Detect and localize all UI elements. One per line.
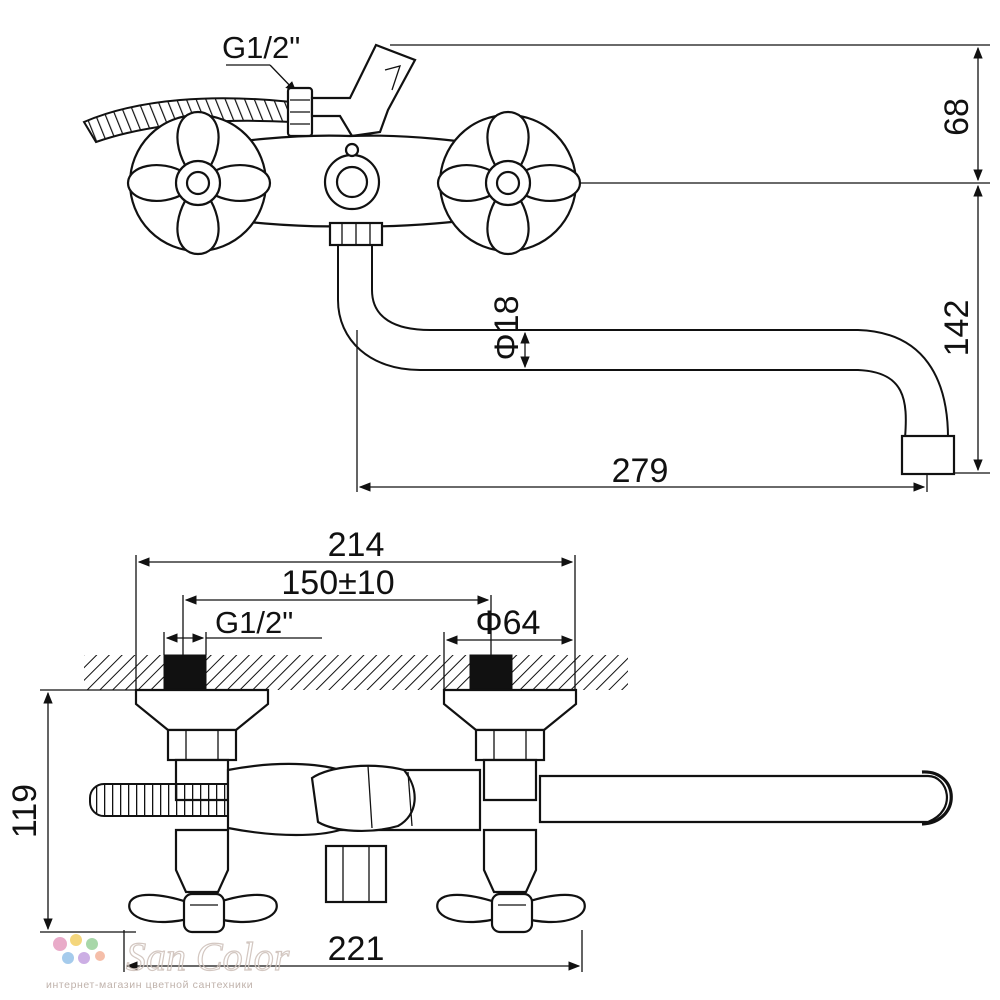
left-eccentric-front [134, 688, 270, 802]
logo-dot [78, 952, 90, 964]
dim-68-label: 68 [938, 98, 976, 136]
right-eccentric-front [442, 688, 578, 802]
dim-221-label: 221 [328, 930, 385, 968]
dim-150-label: 150±10 [281, 564, 394, 602]
wall-pipe-left [163, 654, 207, 691]
diverter-knob-inner [335, 165, 369, 199]
spout-outer-edge [337, 245, 907, 439]
logo-dot [70, 934, 82, 946]
diverter-pin [344, 142, 360, 158]
right-valve-body [482, 828, 538, 894]
right-handle-front [436, 892, 586, 934]
left-valve-body [174, 828, 230, 894]
watermark-brand: San Color [126, 934, 290, 979]
spout-front [538, 774, 948, 824]
wall-pipe-right [469, 654, 513, 691]
top-view: 68 142 279 G1/2" [82, 30, 990, 492]
logo-dot [86, 938, 98, 950]
diverter-lever-top [310, 43, 417, 138]
dim-119-label: 119 [6, 784, 44, 838]
spout-inner-edge [371, 245, 949, 439]
thread-top-label: G1/2" [222, 30, 300, 65]
dim-d64-label: Φ64 [476, 604, 541, 642]
dim-d18-label: Φ18 [488, 296, 526, 361]
front-view: 214 150±10 G1/2" Φ64 119 221 [6, 526, 953, 972]
thread-bottom-label: G1/2" [215, 605, 293, 640]
shower-outlet [324, 844, 388, 904]
spout-aerator [900, 434, 956, 476]
left-handle-front [128, 892, 278, 934]
right-handle-top [436, 110, 582, 256]
logo-dot [62, 952, 74, 964]
left-handle-top [126, 110, 272, 256]
watermark-tagline: интернет-магазин цветной сантехники [46, 979, 253, 991]
dim-214-label: 214 [328, 526, 385, 564]
logo-dot [53, 937, 67, 951]
dim-279-label: 279 [612, 452, 669, 490]
watermark: San Color интернет-магазин цветной санте… [46, 933, 290, 991]
logo-dot [95, 951, 105, 961]
diverter-front [310, 764, 416, 833]
dim-142-label: 142 [938, 300, 976, 357]
